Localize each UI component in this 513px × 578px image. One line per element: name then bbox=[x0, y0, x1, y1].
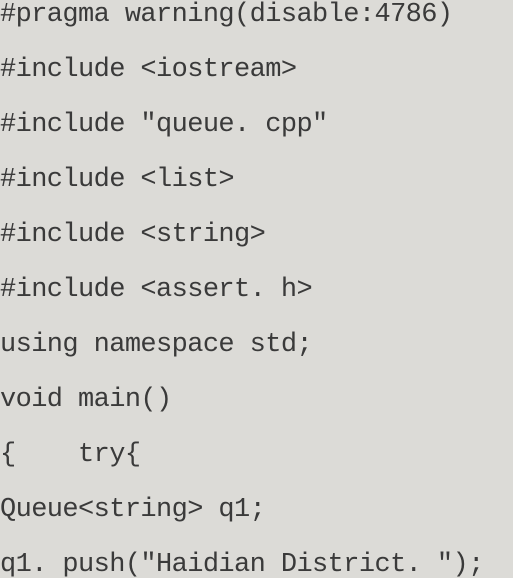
code-line-include-assert: #include <assert. h> bbox=[0, 275, 313, 305]
code-line-try: { try{ bbox=[0, 440, 141, 470]
code-line-push: q1. push("Haidian District. "); bbox=[0, 550, 484, 578]
code-line-main: void main() bbox=[0, 385, 172, 415]
code-line-include-list: #include <list> bbox=[0, 165, 235, 195]
code-line-include-queue: #include "queue. cpp" bbox=[0, 110, 328, 140]
code-line-include-string: #include <string> bbox=[0, 220, 266, 250]
code-line-queue-decl: Queue<string> q1; bbox=[0, 495, 266, 525]
code-line-using-namespace: using namespace std; bbox=[0, 330, 313, 360]
code-line-pragma: #pragma warning(disable:4786) bbox=[0, 0, 453, 30]
code-line-include-iostream: #include <iostream> bbox=[0, 55, 297, 85]
